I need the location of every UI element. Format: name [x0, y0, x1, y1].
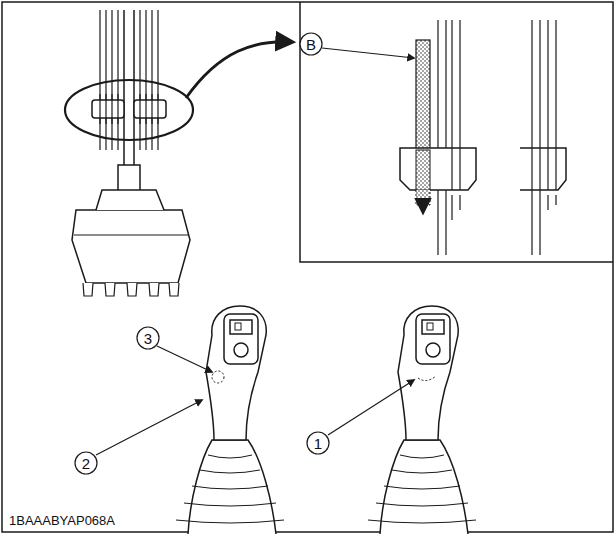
- drawing-part: [539, 148, 540, 190]
- drawing-part: [451, 20, 452, 160]
- drawing-part: [459, 148, 460, 190]
- drawing-part: [145, 94, 146, 124]
- drawing-part: [328, 380, 414, 435]
- drawing-part: [392, 470, 452, 473]
- drawing-part: [83, 283, 93, 296]
- drawing-part: [555, 20, 556, 160]
- drawing-part: [384, 486, 460, 489]
- drawing-part: [123, 10, 125, 170]
- drawing-part: [157, 346, 212, 372]
- drawing-part: [459, 195, 460, 210]
- drawing-part: [307, 432, 329, 454]
- drawing-part: [418, 376, 436, 381]
- drawing-part: [400, 455, 444, 458]
- callout-number: B: [306, 37, 316, 52]
- drawing-part: [176, 520, 284, 523]
- callout-number: 3: [144, 331, 152, 346]
- drawing-part: [459, 20, 460, 160]
- drawing-part: [200, 470, 260, 473]
- drawing-part: [451, 148, 452, 190]
- drawing-part: [555, 148, 556, 190]
- drawing-part: [151, 94, 152, 124]
- drawing-part: [72, 210, 190, 283]
- drawing-part: [300, 33, 322, 55]
- drawing-part: [398, 306, 458, 440]
- drawing-part: [422, 320, 444, 334]
- drawing-part: [531, 20, 532, 255]
- drawing-part: [117, 94, 118, 124]
- drawing-part: [157, 94, 158, 124]
- drawing-part: [212, 371, 224, 383]
- drawing-part: [99, 94, 100, 124]
- drawing-part: [188, 440, 276, 534]
- drawing-part: [531, 148, 532, 190]
- drawing-part: [426, 343, 440, 357]
- drawing-part: [235, 323, 241, 330]
- callout-number: 2: [82, 456, 90, 471]
- drawing-part: [96, 190, 164, 210]
- drawing-part: [547, 148, 548, 190]
- drawing-part: [192, 486, 268, 489]
- drawing-part: [322, 48, 414, 58]
- drawing-part: [105, 10, 106, 150]
- drawing-part: [520, 148, 566, 190]
- drawing-part: [127, 283, 137, 296]
- drawing-part: [157, 10, 158, 150]
- drawing-part: [416, 314, 450, 364]
- callout-number: 1: [314, 436, 322, 451]
- drawing-part: [133, 10, 135, 170]
- drawing-part: [224, 314, 258, 364]
- drawing-part: [99, 10, 100, 150]
- drawing-part: [208, 455, 252, 458]
- drawing-part: [186, 42, 292, 98]
- drawing-part: [547, 20, 548, 160]
- drawing-part: [137, 327, 159, 349]
- drawing-part: [427, 323, 433, 330]
- drawing-part: [206, 306, 266, 440]
- drawing-part: [169, 283, 179, 296]
- drawing-part: [380, 440, 468, 534]
- drawing-part: [416, 40, 430, 190]
- drawing-part: [74, 234, 188, 235]
- drawing-part: [548, 195, 556, 210]
- drawing-part: [451, 195, 452, 220]
- drawing-part: [437, 20, 438, 255]
- drawing-part: [234, 343, 248, 357]
- drawing-part: [96, 400, 202, 455]
- drawing-part: [539, 20, 540, 255]
- drawing-part: [139, 94, 140, 124]
- drawing-part: [111, 94, 112, 124]
- drawing-part: [368, 520, 476, 523]
- drawing-part: [105, 94, 106, 124]
- drawing-part: [65, 80, 193, 140]
- drawing-part: [134, 100, 166, 118]
- drawing-part: [75, 452, 97, 474]
- drawing-part: [445, 20, 446, 255]
- drawing-part: [184, 503, 276, 506]
- drawing-part: [376, 503, 468, 506]
- drawing-part: [151, 10, 152, 150]
- drawing-part: [400, 148, 476, 190]
- drawing-part: [230, 320, 252, 334]
- drawing-part: [105, 283, 115, 296]
- figure-code: 1BAAABYAP068A: [9, 514, 115, 527]
- drawing-part: [149, 283, 159, 296]
- drawing-part: [416, 150, 430, 190]
- drawing-part: [300, 2, 613, 262]
- drawing-part: [422, 198, 425, 212]
- drawing-part: [92, 100, 124, 118]
